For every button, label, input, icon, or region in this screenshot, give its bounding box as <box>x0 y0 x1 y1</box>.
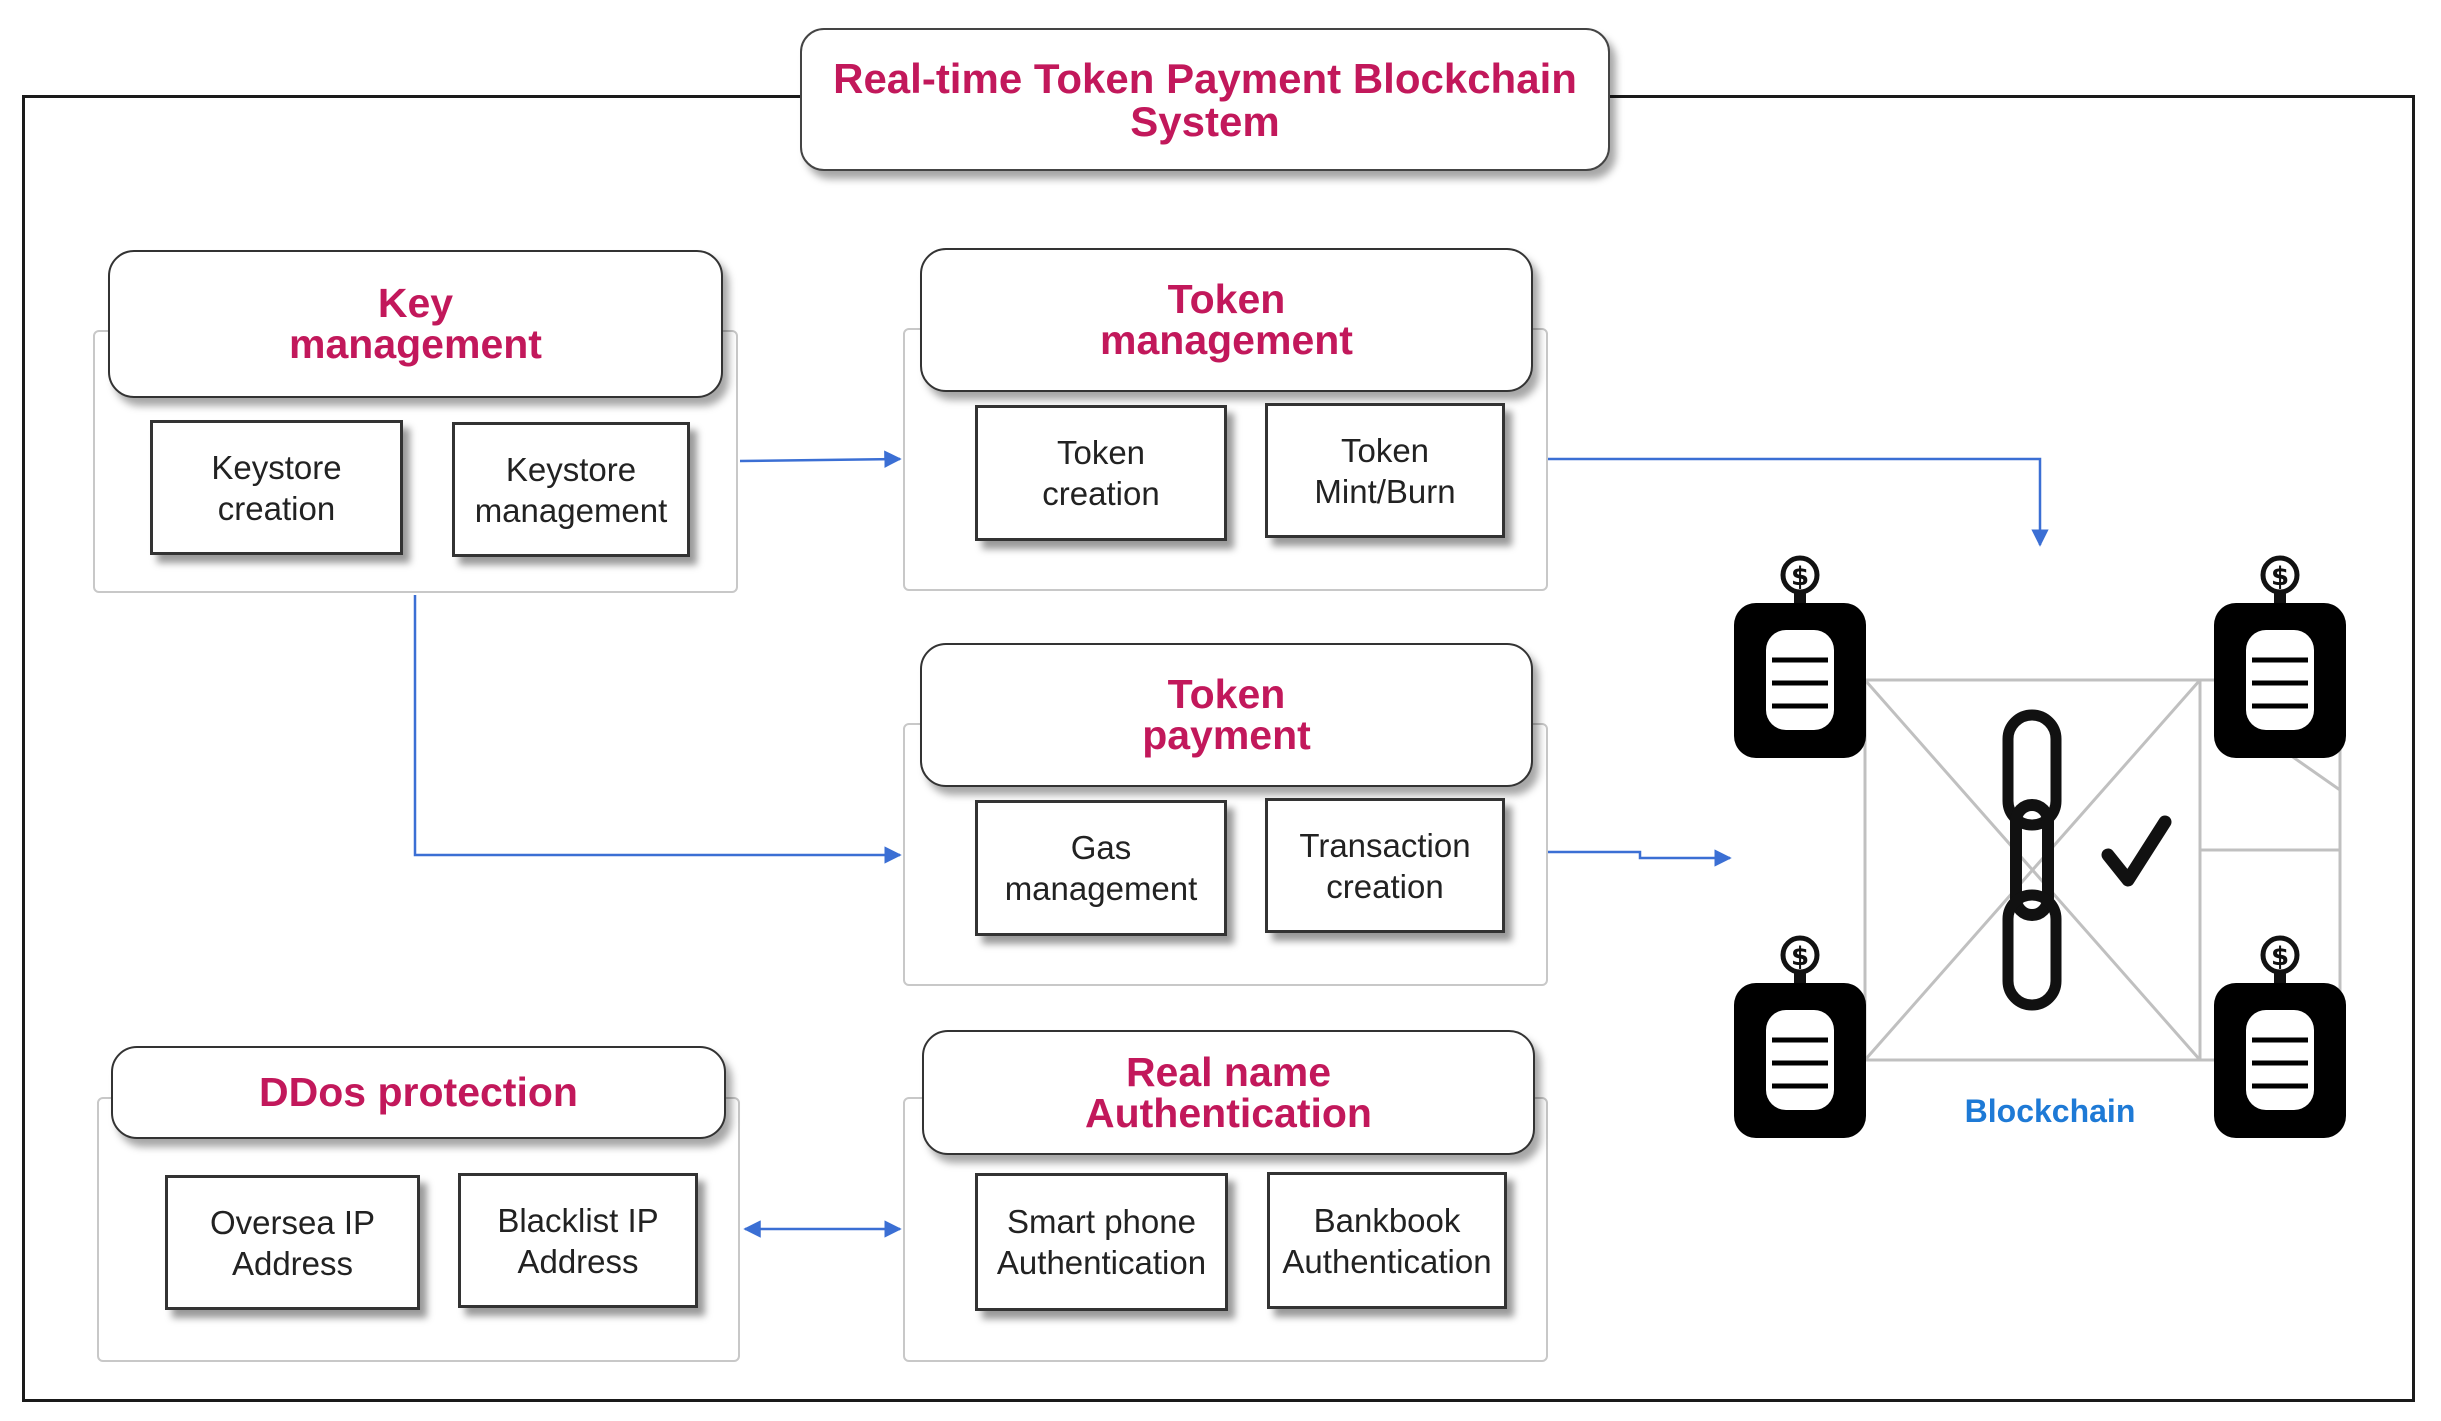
token-mint-burn-box: Token Mint/Burn <box>1265 403 1505 538</box>
db-node-bottom-right: $ <box>2214 935 2346 1138</box>
oversea-ip-box: Oversea IP Address <box>165 1175 420 1310</box>
svg-text:$: $ <box>1791 942 1809 972</box>
blacklist-ip-box: Blacklist IP Address <box>458 1173 698 1308</box>
token-payment-header: Token payment <box>920 643 1533 787</box>
svg-text:$: $ <box>1791 562 1809 592</box>
chain-icon <box>2002 709 2062 1011</box>
db-node-bottom-left: $ <box>1734 935 1866 1138</box>
blockchain-label: Blockchain <box>1964 1093 2136 1129</box>
gas-management-box: Gas management <box>975 800 1227 936</box>
transaction-creation-box: Transaction creation <box>1265 798 1505 933</box>
db-node-top-left: $ <box>1734 555 1866 758</box>
bankbook-auth-box: Bankbook Authentication <box>1267 1172 1507 1309</box>
system-title: Real-time Token Payment Blockchain Syste… <box>800 28 1610 171</box>
ddos-protection-header: DDos protection <box>111 1046 726 1139</box>
blockchain-graphic: $ $ $ $ <box>1734 555 2346 1138</box>
keystore-creation-box: Keystore creation <box>150 420 403 555</box>
svg-text:$: $ <box>2271 562 2289 592</box>
arrow-token-management-to-blockchain <box>1548 457 2049 547</box>
checkmark-icon <box>2101 815 2172 887</box>
svg-text:$: $ <box>2271 942 2289 972</box>
db-node-top-right: $ <box>2214 555 2346 758</box>
real-name-auth-header: Real name Authentication <box>922 1030 1535 1155</box>
keystore-management-box: Keystore management <box>452 422 690 557</box>
arrow-key-to-token-management <box>739 450 902 468</box>
key-management-header: Key management <box>108 250 723 398</box>
token-management-header: Token management <box>920 248 1533 392</box>
token-creation-box: Token creation <box>975 405 1227 541</box>
smart-phone-auth-box: Smart phone Authentication <box>975 1173 1228 1311</box>
arrow-token-payment-to-blockchain <box>1548 849 1732 867</box>
arrow-key-to-token-payment <box>413 595 902 864</box>
